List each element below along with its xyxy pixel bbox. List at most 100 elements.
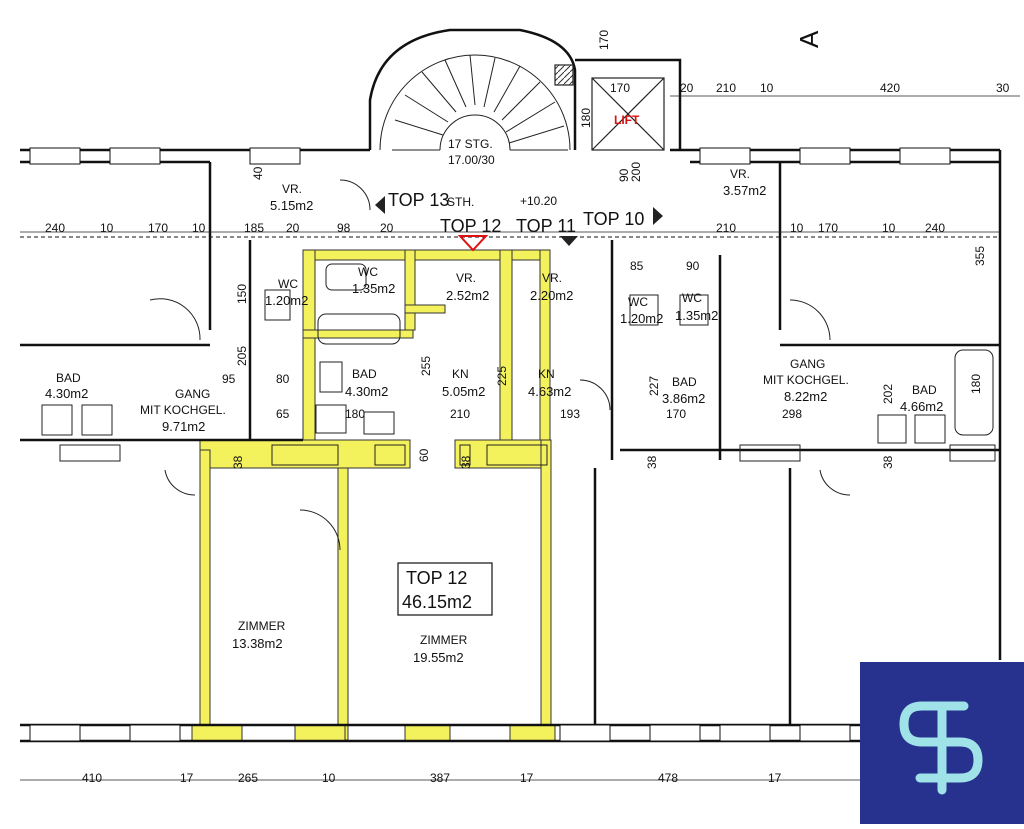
- room-area: 1.20m2: [265, 293, 308, 308]
- room-label: BAD: [912, 383, 937, 397]
- dim-label: 170: [148, 221, 168, 235]
- north-marker: A: [794, 30, 824, 48]
- dim-label: 170: [597, 30, 611, 50]
- room-label: BAD: [56, 371, 81, 385]
- dim-label: 200: [629, 162, 643, 182]
- room-area: 4.30m2: [345, 384, 388, 399]
- room-area: 1.20m2: [620, 311, 663, 326]
- room-label: KN: [452, 367, 469, 381]
- dim-label: 355: [973, 246, 987, 266]
- top11-marker: [560, 236, 578, 246]
- dim-label: 10: [100, 221, 114, 235]
- room-label: WC: [358, 265, 378, 279]
- dim-label: 180: [969, 374, 983, 394]
- landing-level: +10.20: [520, 194, 557, 208]
- room-label: GANG: [175, 387, 210, 401]
- dim-label: 17: [768, 771, 782, 785]
- room-area: 8.22m2: [784, 389, 827, 404]
- dim-label: 90: [617, 168, 631, 182]
- unit-top10: TOP 10: [583, 209, 644, 229]
- stair-dims: 17.00/30: [448, 153, 495, 167]
- lift-height: 180: [579, 108, 593, 128]
- dim-label: 17: [180, 771, 194, 785]
- dim-label: 20: [680, 81, 694, 95]
- room-sub: MIT KOCHGEL.: [763, 373, 849, 387]
- room-area: 5.15m2: [270, 198, 313, 213]
- top12-marker: [457, 235, 489, 252]
- unit-top12: TOP 12: [440, 216, 501, 236]
- dim-label: 205: [235, 346, 249, 366]
- dim-label: 150: [235, 284, 249, 304]
- spiral-staircase: [379, 54, 571, 151]
- dim-label: 38: [881, 455, 895, 469]
- room-area: 5.05m2: [442, 384, 485, 399]
- dim-label: 38: [459, 455, 473, 469]
- dim-label: 65: [276, 407, 290, 421]
- dim-label: 170: [666, 407, 686, 421]
- dim-label: 17: [520, 771, 534, 785]
- dim-label: 30: [996, 81, 1010, 95]
- dim-label: 10: [192, 221, 206, 235]
- dim-label: 265: [238, 771, 258, 785]
- dimension-lines: [20, 95, 1020, 781]
- top10-marker: [653, 207, 663, 225]
- sanitary-fixtures: [41, 263, 996, 466]
- dim-label: 38: [645, 455, 659, 469]
- dim-label: 85: [630, 259, 644, 273]
- dim-label: 202: [881, 384, 895, 404]
- dim-label: 10: [882, 221, 896, 235]
- windows: [29, 147, 951, 742]
- dim-label: 210: [716, 221, 736, 235]
- room-label: WC: [278, 277, 298, 291]
- room-label: BAD: [672, 375, 697, 389]
- dim-label: 38: [231, 455, 245, 469]
- unit-top13: TOP 13: [388, 190, 449, 210]
- dim-label: 40: [251, 166, 265, 180]
- dim-label: 60: [417, 448, 431, 462]
- dim-label: 225: [495, 366, 509, 386]
- dim-label: 420: [880, 81, 900, 95]
- room-label: KN: [538, 367, 555, 381]
- room-area: 19.55m2: [413, 650, 464, 665]
- room-area: 4.63m2: [528, 384, 571, 399]
- dim-label: 298: [782, 407, 802, 421]
- brand-logo: [860, 662, 1024, 824]
- dim-label: 95: [222, 372, 236, 386]
- dim-label: 255: [419, 356, 433, 376]
- lift-label: LIFT: [614, 113, 640, 127]
- room-area: 3.57m2: [723, 183, 766, 198]
- room-area: 4.66m2: [900, 399, 943, 414]
- dim-label: 180: [345, 407, 365, 421]
- summary-area: 46.15m2: [402, 592, 472, 612]
- dim-label: 227: [647, 376, 661, 396]
- unit-top11: TOP 11: [516, 216, 576, 236]
- top12-highlight: [191, 249, 556, 742]
- room-label: GANG: [790, 357, 825, 371]
- dim-label: 90: [686, 259, 700, 273]
- dim-label: 20: [380, 221, 394, 235]
- dim-label: 387: [430, 771, 450, 785]
- sp-logo-icon: [899, 701, 983, 795]
- landing-label: STH.: [447, 195, 474, 209]
- dim-label: 193: [560, 407, 580, 421]
- room-area: 3.86m2: [662, 391, 705, 406]
- room-label: VR.: [730, 167, 750, 181]
- room-area: 1.35m2: [675, 308, 718, 323]
- room-area: 2.52m2: [446, 288, 489, 303]
- room-area: 9.71m2: [162, 419, 205, 434]
- dim-label: 210: [450, 407, 470, 421]
- room-label: VR.: [542, 271, 562, 285]
- dim-label: 410: [82, 771, 102, 785]
- dim-label: 210: [716, 81, 736, 95]
- dim-label: 20: [286, 221, 300, 235]
- dim-label: 10: [760, 81, 774, 95]
- dim-label: 240: [45, 221, 65, 235]
- dim-label: 170: [818, 221, 838, 235]
- dim-label: 10: [790, 221, 804, 235]
- room-label: WC: [628, 295, 648, 309]
- door-swings: [149, 179, 851, 551]
- room-sub: MIT KOCHGEL.: [140, 403, 226, 417]
- dim-label: 185: [244, 221, 264, 235]
- unit-summary-box: [397, 562, 493, 616]
- dim-label: 80: [276, 372, 290, 386]
